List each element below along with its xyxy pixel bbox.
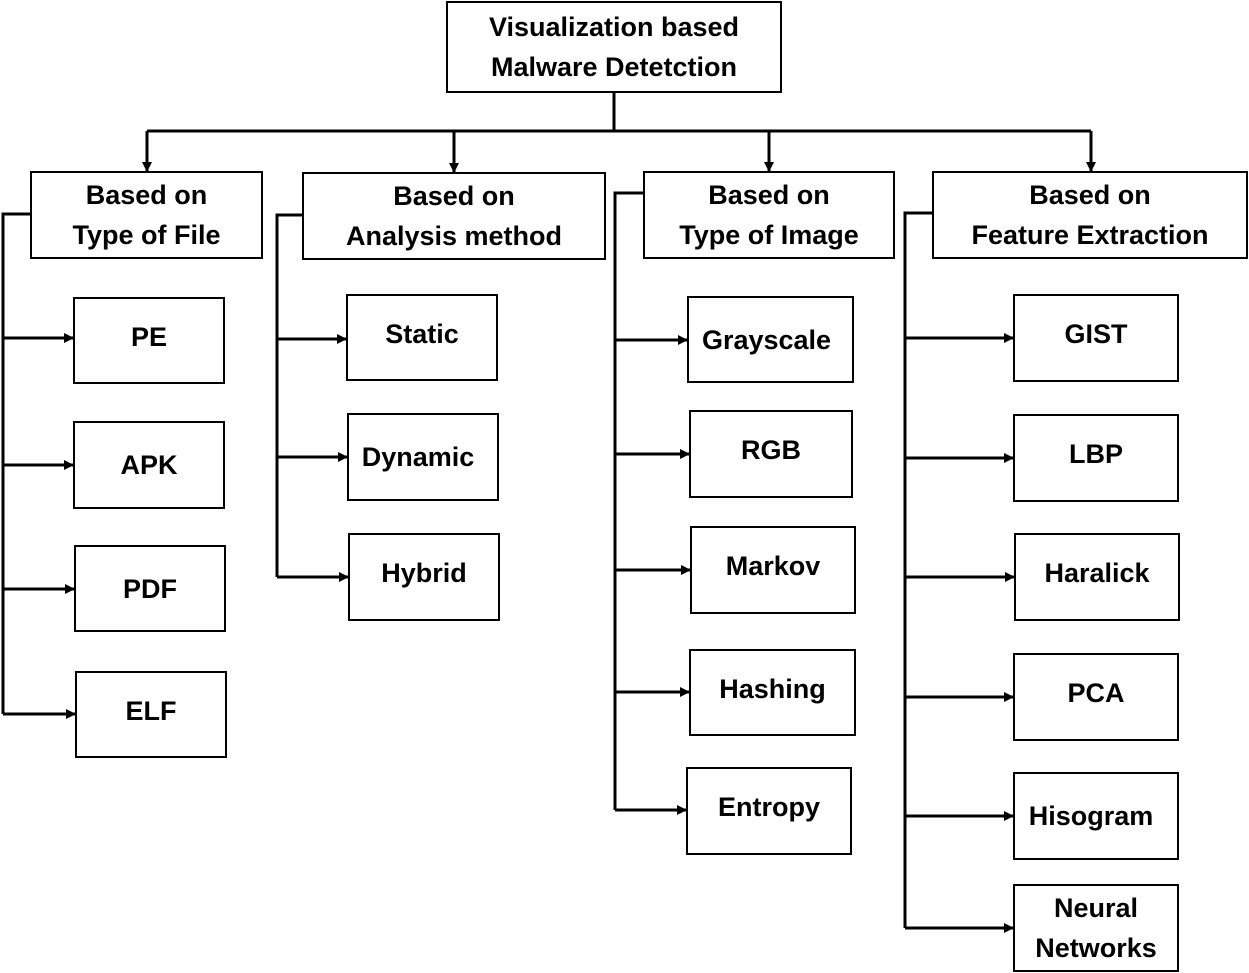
leaf-label: Hashing [719,673,826,704]
category-label: Based on Feature Extraction [971,180,1209,250]
leaf-node-apk: APK [73,421,225,509]
leaf-label: Markov [725,551,821,581]
leaf-label: PDF [123,573,177,604]
category-node-analysis-method: Based on Analysis method [302,172,606,260]
category-label: Based on Type of Image [679,180,859,250]
category-label: Based on Type of File [72,180,221,250]
leaf-node-pe: PE [73,297,225,384]
leaf-label: ELF [125,695,177,726]
leaf-label: PCA [1067,678,1125,708]
leaf-node-pdf: PDF [74,545,226,632]
root-node-label: Visualization based Malware Detetction [488,12,740,82]
leaf-node-dynamic: Dynamic [347,413,499,501]
leaf-node-hybrid: Hybrid [348,533,500,621]
leaf-label: Grayscale [701,324,832,355]
leaf-node-elf: ELF [75,671,227,758]
category-node-feature-extraction: Based on Feature Extraction [932,171,1248,259]
leaf-node-neural-networks: Neural Networks [1013,884,1179,972]
branch-spine-feature-extraction [903,211,932,928]
leaf-node-entropy: Entropy [686,767,852,855]
leaf-label: Entropy [717,792,820,822]
leaf-node-grayscale: Grayscale [687,296,854,383]
leaf-node-gist: GIST [1013,294,1179,382]
leaf-label: RGB [741,435,801,465]
leaf-node-lbp: LBP [1013,414,1179,502]
leaf-label: PE [130,321,168,352]
leaf-node-hashing: Hashing [689,649,856,736]
leaf-label: Static [385,318,459,349]
leaf-label: Haralick [1044,558,1150,588]
leaf-label: LBP [1069,439,1123,469]
leaf-label: Dynamic [361,442,475,472]
leaf-node-static: Static [346,294,498,381]
leaf-label: APK [120,450,178,480]
category-label: Based on Analysis method [345,181,563,251]
branch-spine-type-of-image [613,191,643,810]
leaf-node-rgb: RGB [689,410,853,498]
leaf-label: Hisogram [1028,801,1154,831]
leaf-node-haralick: Haralick [1014,533,1180,621]
root-node: Visualization based Malware Detetction [446,1,782,93]
leaf-node-markov: Markov [690,526,856,614]
leaf-label: GIST [1064,319,1128,349]
category-node-type-of-file: Based on Type of File [30,171,263,259]
leaf-label: Hybrid [381,558,467,588]
branch-spine-type-of-file [1,212,30,714]
category-node-type-of-image: Based on Type of Image [643,171,895,259]
leaf-node-pca: PCA [1013,653,1179,741]
leaf-label: Neural Networks [1035,893,1157,963]
branch-spine-analysis-method [275,213,302,577]
leaf-node-hisogram: Hisogram [1013,772,1179,860]
